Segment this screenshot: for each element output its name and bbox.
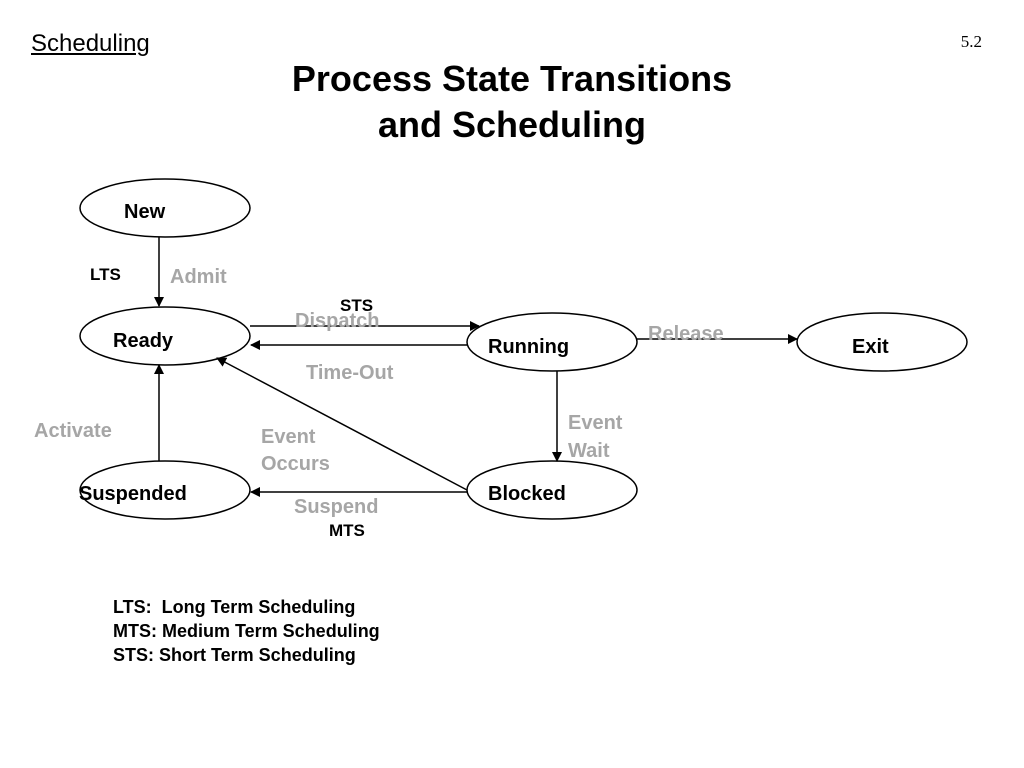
state-new-label: New (124, 201, 166, 223)
label-event-occurs-line-2: Occurs (261, 453, 330, 475)
slide-title-line-1: Process State Transitions (291, 58, 733, 99)
state-suspended-label: Suspended (79, 483, 187, 505)
legend-lts: LTS: Long Term Scheduling (113, 597, 356, 617)
legend-mts: MTS: Medium Term Scheduling (113, 621, 380, 641)
slide-title: Process State Transitions and Scheduling (0, 56, 1024, 148)
label-activate: Activate (34, 420, 112, 442)
state-blocked: Blocked (466, 460, 638, 520)
label-suspend: Suspend (294, 496, 378, 518)
label-event-occurs-line-1: Event (261, 426, 316, 448)
state-ready: Ready (79, 306, 251, 366)
slide-number: 5.2 (960, 32, 982, 51)
legend: LTS: Long Term Scheduling MTS: Medium Te… (113, 595, 380, 667)
state-ready-label: Ready (113, 330, 174, 352)
section-heading: Scheduling (31, 30, 150, 57)
slide-title-line-2: and Scheduling (377, 104, 646, 145)
label-admit: Admit (170, 266, 227, 288)
state-running: Running (466, 312, 638, 372)
label-dispatch: Dispatch (295, 310, 379, 332)
label-mts: MTS (329, 521, 365, 540)
label-sts: STS (340, 296, 373, 315)
label-event-wait-line-2: Wait (568, 440, 610, 462)
state-running-label: Running (488, 336, 569, 358)
label-time-out: Time-Out (306, 362, 394, 384)
label-lts: LTS (90, 265, 121, 284)
state-blocked-label: Blocked (488, 483, 566, 505)
state-new: New (79, 178, 251, 238)
state-exit-label: Exit (852, 336, 889, 358)
arrow-event-occurs (216, 357, 468, 491)
label-release: Release (648, 323, 724, 345)
label-event-wait-line-1: Event (568, 412, 623, 434)
state-exit: Exit (796, 312, 968, 372)
legend-sts: STS: Short Term Scheduling (113, 645, 356, 665)
state-suspended: Suspended (79, 460, 251, 520)
